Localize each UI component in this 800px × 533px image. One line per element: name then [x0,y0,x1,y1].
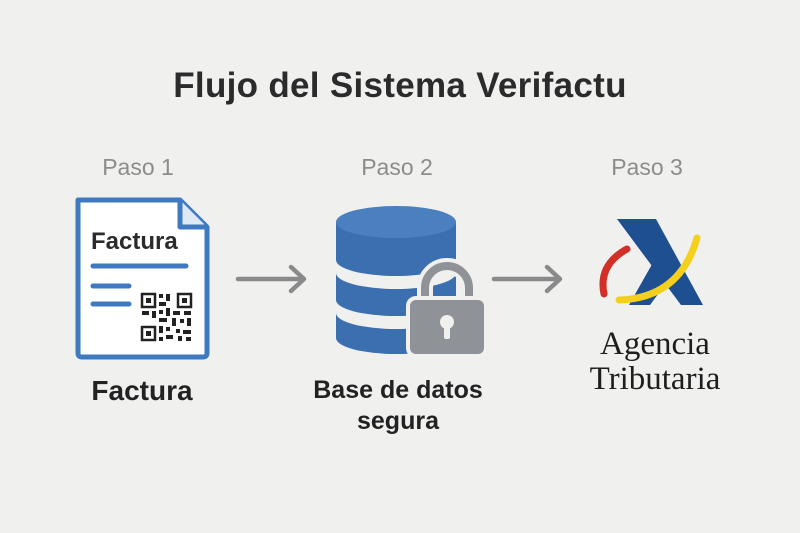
step-2-caption: Base de datos segura [298,375,498,437]
step-1-caption: Factura [91,375,193,406]
invoice-document-icon: Factura [75,197,210,360]
step-2-caption-line-2: segura [357,407,439,435]
step-3-label: Paso 3 [611,154,683,180]
invoice-icon-text: Factura [91,228,178,255]
step-2-caption-line-1: Base de datos [313,376,483,404]
arrow-right-icon [235,264,307,294]
secure-database-icon [336,206,488,358]
logo-text-line-2: Tributaria [589,361,721,397]
arrow-right-icon [491,264,563,294]
agencia-tributaria-logo-icon [599,219,703,305]
lock-icon [406,258,488,358]
step-2-label: Paso 2 [361,154,433,180]
step-1-label: Paso 1 [102,154,174,180]
logo-text-line-1: Agencia [600,326,710,362]
qr-code-icon [140,292,193,342]
diagram-title: Flujo del Sistema Verifactu [173,66,627,105]
